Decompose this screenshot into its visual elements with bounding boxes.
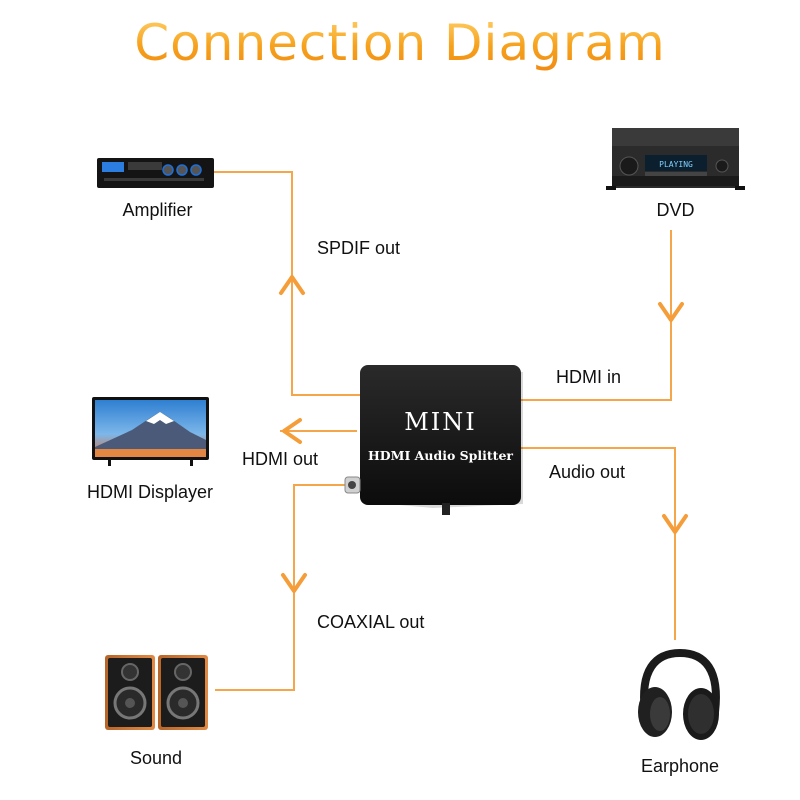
amplifier-label: Amplifier	[122, 200, 193, 220]
headphones-icon	[638, 648, 720, 740]
hdmi-in-line	[520, 230, 672, 401]
audio-out-label: Audio out	[549, 462, 626, 482]
dvd-label: DVD	[656, 200, 695, 220]
splitter-device	[344, 365, 523, 515]
earphone-label: Earphone	[640, 756, 720, 776]
tv-icon	[92, 397, 209, 466]
splitter-title: MINI	[404, 408, 477, 436]
amplifier-icon	[97, 158, 214, 188]
coaxial-out-label: COAXIAL out	[317, 612, 425, 632]
audio-out-line	[520, 447, 676, 640]
splitter-subtitle: HDMI Audio Splitter	[367, 448, 513, 463]
hdmi-in-arrow-icon	[658, 302, 684, 322]
spdif-out-label: SPDIF out	[317, 238, 401, 258]
hdmi-out-arrow-icon	[282, 418, 302, 444]
hdmi-in-label: HDMI in	[556, 367, 622, 387]
spdif-arrow-icon	[279, 275, 305, 295]
dvd-display-text: PLAYING	[659, 160, 693, 169]
connection-lines	[213, 171, 676, 691]
diagram-title: Connection Diagram	[0, 14, 800, 72]
dvd-player-icon: PLAYING	[606, 128, 745, 190]
speakers-icon	[105, 655, 208, 730]
arrowheads	[279, 275, 688, 593]
audio-out-arrow-icon	[662, 514, 688, 534]
sound-label: Sound	[129, 748, 183, 768]
hdmi-out-label: HDMI out	[242, 449, 319, 469]
coaxial-line	[215, 484, 345, 691]
coaxial-arrow-icon	[281, 573, 307, 593]
spdif-line	[213, 171, 362, 396]
hdmi-displayer-label: HDMI Displayer	[86, 482, 214, 502]
